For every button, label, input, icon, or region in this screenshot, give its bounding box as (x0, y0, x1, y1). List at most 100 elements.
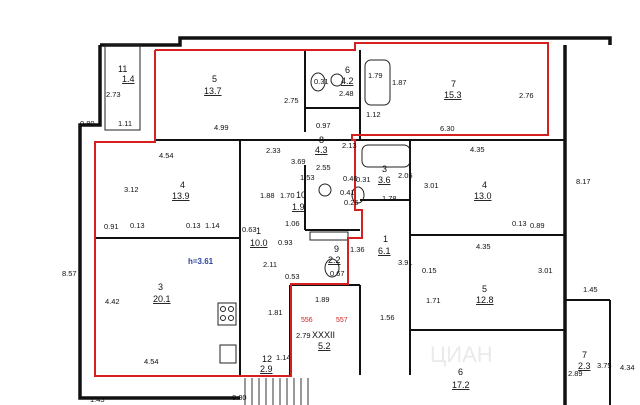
room-area: 1.9 (292, 202, 305, 212)
balcony-11 (104, 44, 141, 131)
room-number: 3 (382, 164, 387, 174)
stairs (244, 378, 309, 405)
room-area: 13.9 (172, 191, 190, 201)
dim-label: 3.75 (597, 361, 612, 370)
room-number: 5 (212, 74, 217, 84)
room-area: 15.3 (444, 90, 462, 100)
dim-label: 0.15 (422, 266, 437, 275)
room-area: 4.3 (315, 145, 328, 155)
shaft (309, 231, 349, 241)
dim-label: 1.36 (350, 245, 365, 254)
bathtub (361, 144, 411, 168)
dim-label: 4.54 (144, 357, 159, 366)
room-number: XXXII (312, 330, 335, 340)
dim-label: 3.01 (538, 266, 553, 275)
room-number: 4 (482, 180, 487, 190)
lot-number: 556 (301, 317, 313, 324)
toilet (351, 186, 365, 204)
lot-number: 557 (336, 317, 348, 324)
sink-kitchen (219, 344, 237, 364)
room-area: 2.9 (260, 364, 273, 374)
stove (217, 302, 237, 326)
toilet (324, 258, 340, 278)
dim-label: 3.91 (398, 258, 413, 267)
burner (228, 315, 234, 321)
dim-label: 2.11 (263, 260, 277, 269)
room-area: 2.3 (578, 361, 591, 371)
room-area: 2.2 (328, 255, 341, 265)
room-number: 9 (334, 244, 339, 254)
dim-label: 2.89 (568, 369, 583, 378)
dim-label: 8.57 (62, 269, 77, 278)
dim-label: 0.91 (104, 222, 119, 231)
dim-label: 4.42 (105, 297, 120, 306)
room-number: 11 (118, 64, 127, 74)
room-area: 3.6 (378, 175, 391, 185)
dim-label: 0.93 (278, 238, 293, 247)
dim-label: 4.35 (470, 145, 485, 154)
dim-label: 4.54 (159, 151, 174, 160)
room-number: 7 (451, 79, 456, 89)
room-number: 12 (262, 354, 272, 364)
dim-label: 2.73 (106, 90, 121, 99)
room-area: 13.0 (474, 191, 492, 201)
dim-label: 1.89 (315, 295, 330, 304)
room-number: 10 (296, 190, 306, 200)
dim-label: 0.13 (130, 221, 145, 230)
ceiling-height: h=3.61 (188, 257, 214, 266)
dim-label: 0.31 (356, 175, 371, 184)
dim-label: 2.76 (519, 91, 534, 100)
outer-wall (78, 45, 240, 400)
dim-label: 0.63 (242, 225, 257, 234)
toilet (310, 72, 326, 92)
dim-label: 0.41 (340, 188, 355, 197)
dim-label: 1.45 (583, 285, 598, 294)
room-area: 17.2 (452, 380, 470, 390)
bathtub (364, 59, 391, 106)
room-area: 12.8 (476, 295, 494, 305)
room-area: 6.1 (378, 246, 391, 256)
room-number: 1 (256, 226, 261, 236)
room-area: 13.7 (204, 86, 222, 96)
dim-label: 4.35 (476, 242, 491, 251)
watermark: ЦИАН (430, 342, 493, 367)
room-number: 1 (383, 234, 388, 244)
room-area: 5.2 (318, 341, 331, 351)
room-area: 20.1 (153, 294, 171, 304)
room-area: 4.2 (341, 76, 354, 86)
dim-label: 1.53 (300, 173, 315, 182)
dim-label: 0.26 (344, 198, 359, 207)
outer-wall-top (100, 36, 612, 47)
room-number: 3 (158, 282, 163, 292)
dim-label: 0.31 (314, 77, 329, 86)
room-number: 4 (180, 180, 185, 190)
dim-label: 1.79 (368, 71, 383, 80)
dim-label: 0.53 (285, 272, 300, 281)
dim-label: 0.13 (512, 219, 527, 228)
room-number: 8 (319, 135, 324, 145)
room-number: 6 (458, 367, 463, 377)
dim-label: 0.80 (80, 119, 95, 128)
dim-label: 2.33 (266, 146, 281, 155)
burner (228, 306, 234, 312)
room-area: 10.0 (250, 238, 268, 248)
dim-label: 2.79 (296, 331, 311, 340)
dim-label: 1.78 (382, 194, 397, 203)
dim-label: 2.55 (316, 163, 331, 172)
dim-label: 2.05 (398, 171, 413, 180)
sink (330, 73, 344, 87)
apartment-highlight (94, 42, 549, 377)
dim-label: 1.87 (392, 78, 407, 87)
room-number: 5 (482, 284, 487, 294)
dim-label: 1.70 (280, 191, 295, 200)
dim-label: 1.11 (118, 119, 132, 128)
dim-label: 1.56 (380, 313, 395, 322)
sink (318, 183, 332, 197)
room-number: 7 (582, 350, 587, 360)
dim-label: 1.14 (205, 221, 220, 230)
room-area: 1.4 (122, 74, 135, 84)
dim-label: 1.06 (285, 219, 300, 228)
dim-label: 0.13 (186, 221, 201, 230)
dim-label: 1.14 (276, 353, 291, 362)
dim-label: 0.97 (316, 121, 331, 130)
